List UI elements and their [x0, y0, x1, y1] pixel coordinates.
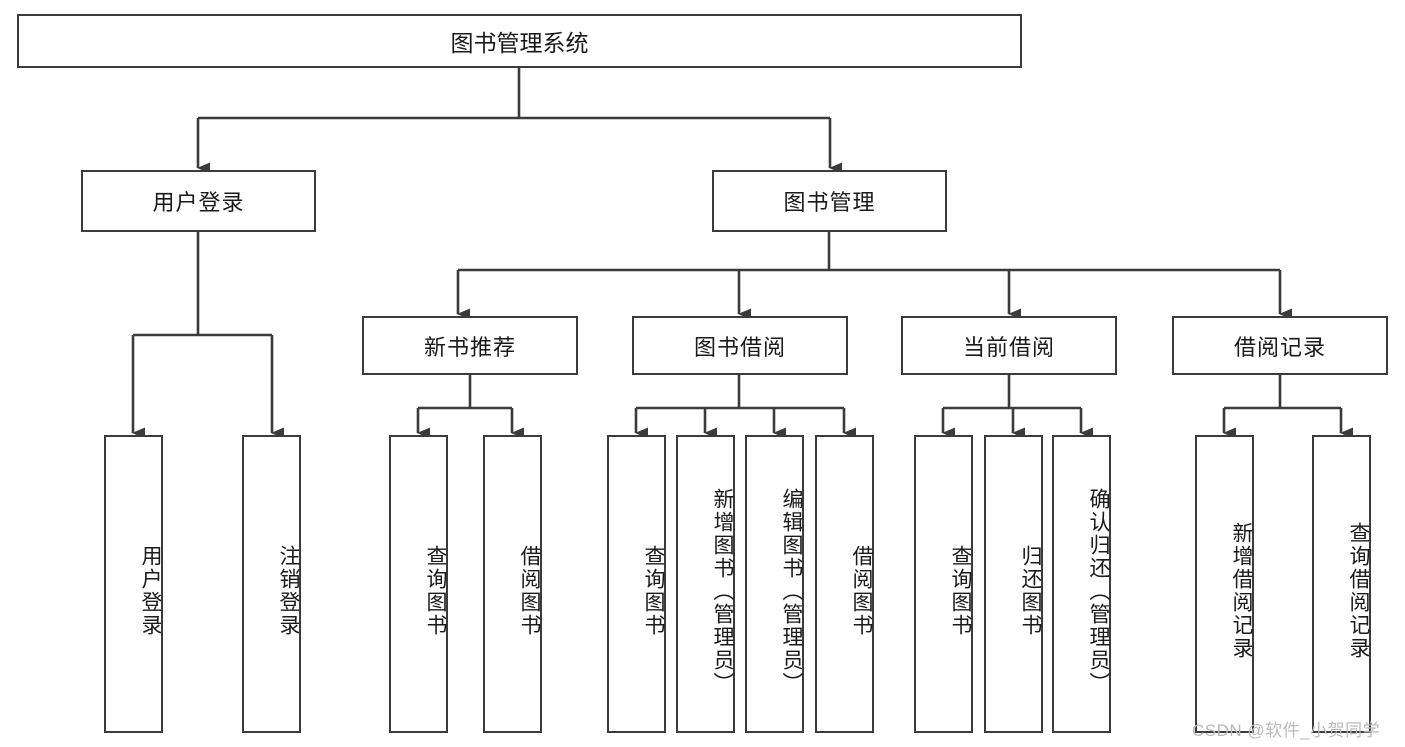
- node-user-login[interactable]: 用户登录: [81, 170, 316, 232]
- leaf-label: 注销登录: [277, 545, 300, 637]
- leaf-edit-book-admin[interactable]: 编辑图书（管理员）: [745, 435, 804, 733]
- node-new-book-recommend[interactable]: 新书推荐: [362, 316, 578, 375]
- leaf-borrow-book[interactable]: 借阅图书: [815, 435, 874, 733]
- node-book-management[interactable]: 图书管理: [712, 170, 947, 232]
- leaf-query-book-current[interactable]: 查询图书: [914, 435, 973, 733]
- leaf-logout[interactable]: 注销登录: [242, 435, 301, 733]
- node-label: 新书推荐: [423, 334, 516, 360]
- node-borrow-record[interactable]: 借阅记录: [1172, 316, 1388, 375]
- node-label: 当前借阅: [962, 334, 1055, 360]
- leaf-label: 查询图书: [424, 545, 447, 637]
- leaf-label: 编辑图书（管理员）: [780, 487, 803, 695]
- leaf-query-book-borrow[interactable]: 查询图书: [607, 435, 666, 733]
- leaf-user-login[interactable]: 用户登录: [104, 435, 163, 733]
- leaf-borrow-book-recommend[interactable]: 借阅图书: [483, 435, 542, 733]
- leaf-label: 查询图书: [949, 545, 972, 637]
- leaf-label: 新增借阅记录: [1230, 522, 1253, 660]
- leaf-label: 借阅图书: [518, 545, 541, 637]
- node-label: 用户登录: [152, 190, 245, 215]
- node-label: 图书借阅: [693, 334, 786, 360]
- leaf-return-book[interactable]: 归还图书: [984, 435, 1043, 733]
- leaf-label: 确认归还（管理员）: [1087, 487, 1110, 695]
- leaf-query-book-recommend[interactable]: 查询图书: [389, 435, 448, 733]
- node-label: 借阅记录: [1233, 334, 1326, 360]
- node-root-label: 图书管理系统: [450, 30, 589, 56]
- node-label: 图书管理: [783, 190, 876, 215]
- leaf-label: 新增图书（管理员）: [711, 487, 734, 695]
- node-current-borrow[interactable]: 当前借阅: [901, 316, 1117, 375]
- node-book-borrow[interactable]: 图书借阅: [632, 316, 848, 375]
- node-root[interactable]: 图书管理系统: [17, 14, 1022, 68]
- leaf-add-borrow-record[interactable]: 新增借阅记录: [1195, 435, 1254, 733]
- leaf-confirm-return-admin[interactable]: 确认归还（管理员）: [1052, 435, 1111, 733]
- watermark-text: CSDN @软件_小贺同学: [1192, 721, 1381, 740]
- leaf-label: 借阅图书: [850, 545, 873, 637]
- leaf-query-borrow-record[interactable]: 查询借阅记录: [1312, 435, 1371, 733]
- leaf-label: 归还图书: [1019, 545, 1042, 637]
- leaf-label: 查询图书: [642, 545, 665, 637]
- leaf-label: 用户登录: [139, 545, 162, 637]
- leaf-add-book-admin[interactable]: 新增图书（管理员）: [676, 435, 735, 733]
- leaf-label: 查询借阅记录: [1347, 522, 1370, 660]
